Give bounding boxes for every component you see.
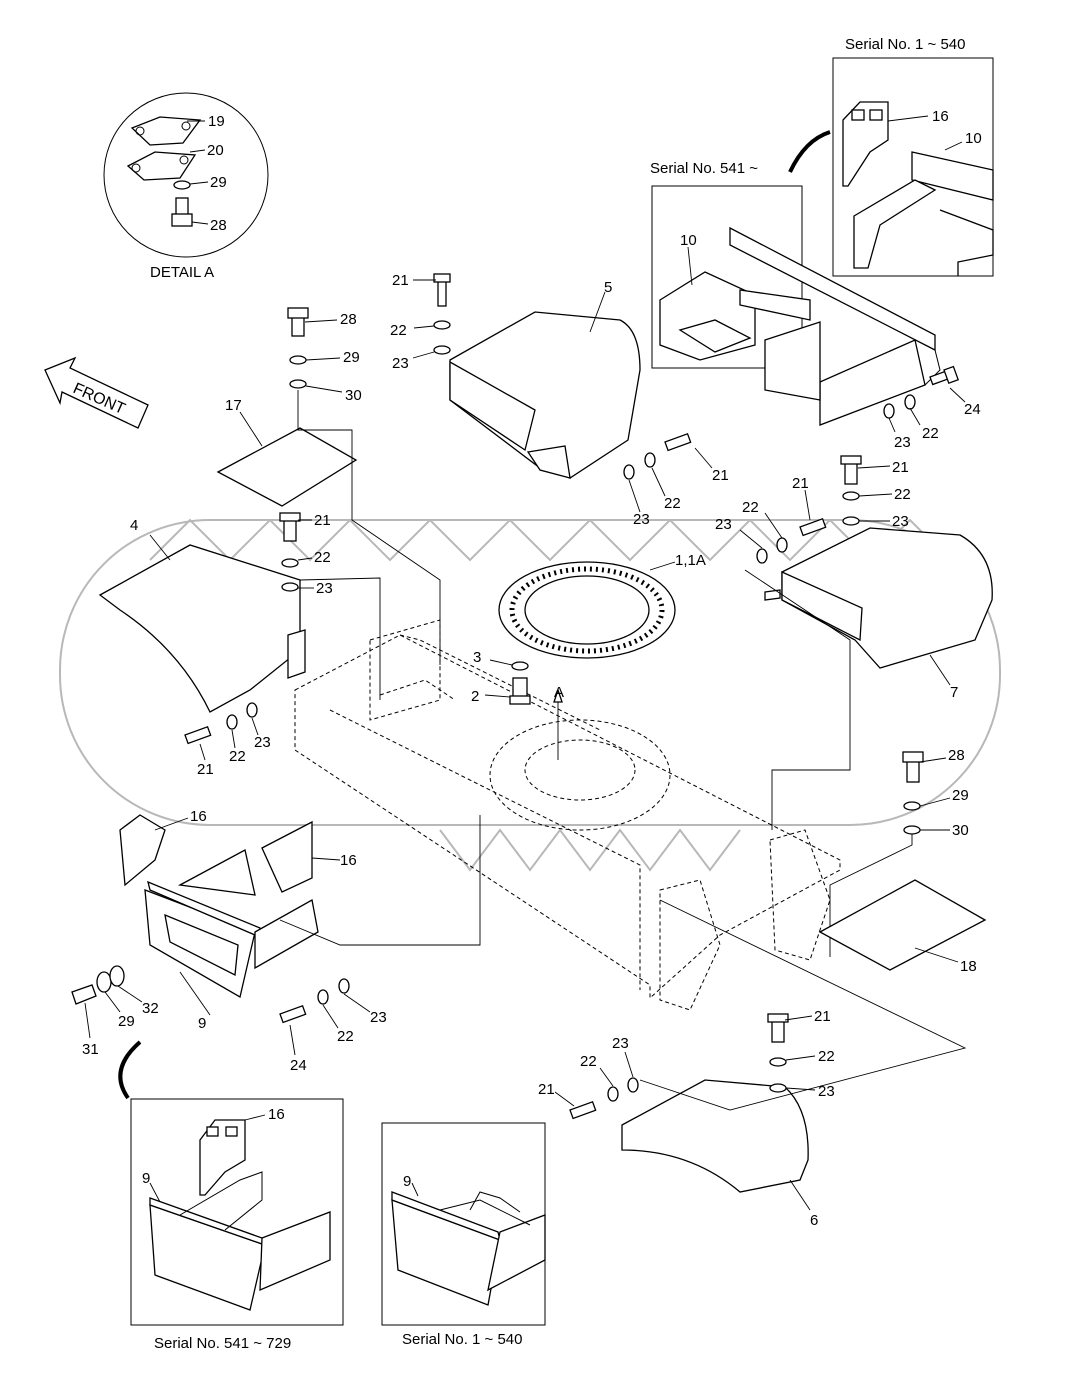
callout-23-br: 23 <box>818 1083 835 1100</box>
callout-22-mid: 22 <box>664 495 681 512</box>
callout-22-l: 22 <box>314 549 331 566</box>
detail-a-label-20: 20 <box>207 142 224 159</box>
cover-7: 7 21 22 23 21 22 23 <box>715 455 993 830</box>
callout-23-mid: 23 <box>633 511 650 528</box>
gasket-19 <box>130 116 202 146</box>
callout-23-tr: 23 <box>894 434 911 451</box>
callout-23-l2: 23 <box>254 734 271 751</box>
callout-16-l1: 16 <box>190 808 207 825</box>
inset-top-middle-caption: Serial No. 541 ~ <box>650 160 758 177</box>
plate-17-group: 28 29 30 17 <box>216 307 441 665</box>
detail-a-caption: DETAIL A <box>150 264 214 281</box>
callout-29-l: 29 <box>118 1013 135 1030</box>
callout-21-r2: 21 <box>792 475 809 492</box>
callout-10-tr: 10 <box>965 130 982 147</box>
callout-21-l2: 21 <box>197 761 214 778</box>
callout-30-r: 30 <box>952 822 969 839</box>
callout-32: 32 <box>142 1000 159 1017</box>
callout-7: 7 <box>950 684 958 701</box>
callout-21-top: 21 <box>392 272 409 289</box>
callout-22-bm: 22 <box>580 1053 597 1070</box>
callout-21-br: 21 <box>814 1008 831 1025</box>
callout-29-r: 29 <box>952 787 969 804</box>
callout-24-l: 24 <box>290 1057 307 1074</box>
watermark-logo <box>59 518 1001 872</box>
callout-28-r: 28 <box>948 747 965 764</box>
callout-30-tl: 30 <box>345 387 362 404</box>
callout-23-bm: 23 <box>612 1035 629 1052</box>
callout-1-1a: 1,1A <box>675 552 706 569</box>
detail-a-label-19: 19 <box>208 113 225 130</box>
inset-top-right-caption: Serial No. 1 ~ 540 <box>845 36 966 53</box>
detail-a-label-29: 29 <box>210 174 227 191</box>
inset-top-right: Serial No. 1 ~ 540 16 10 <box>788 36 994 277</box>
callout-31: 31 <box>82 1041 99 1058</box>
callout-22-br: 22 <box>818 1048 835 1065</box>
callout-21-l: 21 <box>314 512 331 529</box>
callout-23-bl: 23 <box>370 1009 387 1026</box>
callout-22-top: 22 <box>390 322 407 339</box>
inset-bottom-middle: Serial No. 1 ~ 540 9 <box>381 1122 546 1348</box>
swing-bearing: 1,1A 3 2 A <box>471 552 706 760</box>
inset-bottom-middle-caption: Serial No. 1 ~ 540 <box>402 1331 523 1348</box>
cover-5: 5 21 22 23 21 22 23 <box>390 272 729 528</box>
callout-16-tr: 16 <box>932 108 949 125</box>
callout-16-inset: 16 <box>268 1106 285 1123</box>
main-frame <box>294 619 841 1011</box>
callout-10-tm: 10 <box>680 232 697 249</box>
callout-24-tr: 24 <box>964 401 981 418</box>
callout-22-bl: 22 <box>337 1028 354 1045</box>
plate-18-group: 28 29 30 18 <box>818 747 987 975</box>
callout-3: 3 <box>473 649 481 666</box>
plate-18 <box>818 879 987 971</box>
inset-top-middle: Serial No. 541 ~ 10 24 22 23 <box>650 160 981 451</box>
callout-28-tl: 28 <box>340 311 357 328</box>
callout-23-l: 23 <box>316 580 333 597</box>
callout-22-r1: 22 <box>894 486 911 503</box>
front-arrow: FRONT <box>44 356 149 429</box>
callout-23-top: 23 <box>392 355 409 372</box>
callout-9-inset1: 9 <box>142 1170 150 1187</box>
detail-a-label-28: 28 <box>210 217 227 234</box>
detail-a: 19 20 29 28 DETAIL A <box>103 92 269 281</box>
plate-17 <box>216 427 358 507</box>
callout-17: 17 <box>225 397 242 414</box>
callout-22-l2: 22 <box>229 748 246 765</box>
callout-23-r1: 23 <box>892 513 909 530</box>
callout-22-r2: 22 <box>742 499 759 516</box>
callout-18: 18 <box>960 958 977 975</box>
callout-9-inset2: 9 <box>403 1173 411 1190</box>
callout-23-r2: 23 <box>715 516 732 533</box>
callout-21-bm: 21 <box>538 1081 555 1098</box>
callout-2: 2 <box>471 688 479 705</box>
callout-29-tl: 29 <box>343 349 360 366</box>
callout-9: 9 <box>198 1015 206 1032</box>
callout-5: 5 <box>604 279 612 296</box>
inset-bottom-left-caption: Serial No. 541 ~ 729 <box>154 1335 291 1352</box>
bracket-9-group: 16 16 9 31 29 32 24 22 23 <box>71 808 481 1100</box>
callout-21-r1: 21 <box>892 459 909 476</box>
callout-4: 4 <box>130 517 138 534</box>
callout-16-l2: 16 <box>340 852 357 869</box>
callout-21-mid: 21 <box>712 467 729 484</box>
callout-22-tr: 22 <box>922 425 939 442</box>
callout-a: A <box>554 684 564 701</box>
plate-20 <box>126 151 197 181</box>
cover-4: 4 21 22 23 21 22 23 <box>98 512 381 778</box>
inset-bottom-left: Serial No. 541 ~ 729 16 9 <box>130 1098 344 1352</box>
cover-6: 6 21 22 23 21 22 23 <box>538 899 967 1229</box>
callout-6: 6 <box>810 1212 818 1229</box>
